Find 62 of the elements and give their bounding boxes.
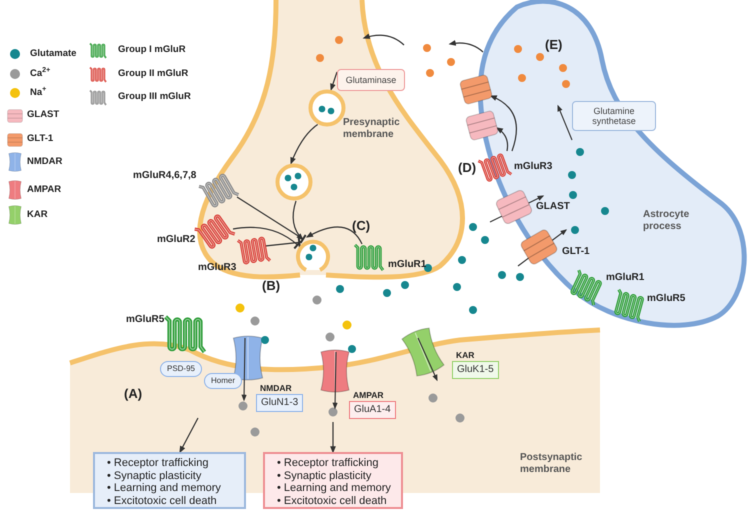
synaptic-vesicle [275, 163, 313, 201]
arrow [496, 127, 508, 152]
region-label: Astrocyte process [643, 209, 690, 233]
receptor-label: mGluR1 [606, 272, 644, 284]
panel-label: (D) [458, 160, 476, 175]
list-item: • Synaptic plasticity [277, 470, 372, 482]
receptor-label: NMDAR [259, 383, 292, 394]
receptor-label: mGluR3 [198, 262, 236, 274]
legend-label: Group II mGluR [118, 67, 188, 81]
panel-label: (A) [124, 386, 142, 401]
subtype-label: GluA1-4 [349, 401, 396, 419]
panel-label: (C) [352, 218, 370, 233]
legend-label: GLAST [27, 108, 60, 122]
arrow [290, 124, 318, 165]
legend-label: AMPAR [27, 183, 62, 197]
function-list-box [263, 452, 403, 509]
subtype-label: GluK1-5 [452, 361, 499, 379]
panel-label: (E) [545, 37, 562, 52]
region-label: Presynaptic membrane [343, 117, 401, 141]
scaffold-protein-pill: Homer [204, 373, 242, 389]
legend-label: GLT-1 [27, 132, 54, 146]
receptor-label: KAR [455, 350, 474, 361]
legend-label: Ca$^{2+}$ [30, 67, 50, 81]
legend-label: Group I mGluR [118, 43, 186, 57]
arrow [179, 418, 199, 454]
list-item: • Synaptic plasticity [107, 470, 202, 482]
receptor-label: mGluR2 [157, 234, 196, 246]
region-label: Postsynaptic membrane [520, 452, 584, 476]
transporter-icon [461, 76, 491, 103]
arrow [330, 422, 336, 454]
enzyme-label-box: Glutamine synthetase [572, 101, 656, 131]
receptor-label: mGluR5 [126, 314, 164, 326]
receptor-label: mGluR5 [647, 293, 686, 305]
subtype-label: GluN1-3 [256, 394, 304, 412]
list-item: • Learning and memory [107, 482, 222, 494]
list-item: • Learning and memory [277, 482, 392, 494]
receptor-label: AMPAR [352, 390, 384, 401]
legend-label: Glutamate [30, 47, 76, 61]
list-item: • Receptor trafficking [277, 457, 380, 470]
receptor-label: mGluR4,6,7,8 [133, 170, 196, 182]
legend-label: Group III mGluR [118, 90, 191, 104]
arrow [448, 40, 484, 52]
receptor-label: GLAST [536, 201, 570, 213]
arrow [306, 226, 363, 244]
list-item: • Excitotoxic cell death [277, 494, 388, 507]
arrow [292, 200, 304, 240]
arrow [490, 95, 517, 152]
arrow [330, 72, 338, 91]
function-list-box [93, 452, 246, 509]
transporter-icon [467, 112, 497, 139]
list-item: • Receptor trafficking [107, 457, 210, 470]
legend-label: NMDAR [27, 155, 62, 169]
receptor-label: GLT-1 [562, 246, 590, 258]
receptor-label: mGluR1 [388, 259, 426, 271]
panel-label: (B) [262, 278, 280, 293]
legend-label: KAR [27, 208, 48, 222]
receptor-label: mGluR3 [514, 161, 552, 173]
legend-label: Na$^{+}$ [30, 86, 46, 100]
enzyme-label-box: Glutaminase [337, 69, 405, 91]
list-item: • Excitotoxic cell death [107, 494, 218, 507]
arrow [362, 34, 404, 46]
scaffold-protein-pill: PSD-95 [160, 361, 202, 377]
